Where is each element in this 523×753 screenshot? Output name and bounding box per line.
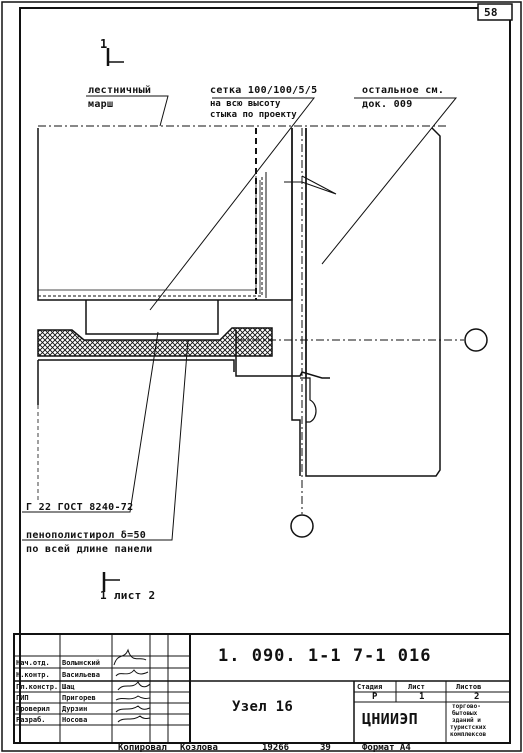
wall-panel-left-edge: [291, 128, 301, 476]
name-5: Носова: [62, 716, 88, 724]
org-desc-0: торгово-: [452, 703, 481, 710]
support-block: [85, 300, 219, 335]
sheet-value: 1: [419, 692, 425, 702]
label-rest-1: остальное см.: [362, 85, 445, 96]
label-mesh-1: сетка 100/100/5/5: [210, 85, 318, 96]
signatures: [113, 648, 151, 723]
sheet-number-box: [477, 3, 513, 21]
label-stair-flight-2: марш: [88, 99, 114, 110]
mesh-line: [38, 176, 263, 297]
axis-circle-right: [464, 328, 488, 352]
footer-order: 19266: [262, 743, 290, 753]
label-foam-2: по всей длине панели: [26, 544, 153, 555]
foam-strip: [37, 327, 273, 357]
drawing-title: Узел 16: [232, 699, 294, 715]
label-sealant: Г 22 ГОСТ 8240-72: [26, 502, 134, 513]
axis-circle-bottom: [290, 514, 314, 538]
role-3: ГИП: [16, 694, 29, 702]
role-4: Проверил: [16, 705, 50, 713]
org-desc-2: зданий и: [452, 717, 481, 724]
name-2: Шац: [62, 683, 75, 691]
name-1: Васильева: [62, 671, 100, 679]
role-5: Разраб.: [16, 716, 46, 724]
view-marker-bottom-ref: 1 лист 2: [100, 589, 156, 602]
stage-header: Стадия: [357, 683, 383, 691]
wall-panel-right: [305, 127, 441, 477]
leader-lines: [22, 95, 458, 541]
label-stair-flight-1: лестничный: [88, 85, 152, 96]
sheet-header: Лист: [408, 683, 425, 691]
label-mesh-2: на всю высоту: [210, 99, 281, 109]
org-desc-4: комплексов: [450, 731, 487, 738]
org-name: ЦНИИЭП: [362, 710, 418, 728]
footer-copied: Копировал: [118, 743, 167, 753]
org-desc-1: бытовых: [452, 710, 478, 717]
sheet-number: 58: [484, 6, 498, 19]
stage-value: Р: [372, 692, 378, 702]
sheets-value: 2: [474, 692, 480, 702]
org-desc-3: туристских: [450, 724, 487, 731]
stair-slab-upper: [37, 128, 293, 301]
label-foam-1: пенополистирол δ=50: [26, 530, 147, 541]
footer-format: Формат А4: [362, 743, 411, 753]
title-block: [13, 633, 511, 744]
stair-slab-lower: [37, 359, 235, 405]
sheets-header: Листов: [456, 683, 482, 691]
role-0: Нач.отд.: [16, 659, 50, 667]
name-4: Дурзин: [62, 705, 88, 713]
label-mesh-3: стыка по проекту: [210, 110, 297, 120]
section-marker-top: [106, 48, 124, 66]
connector-plate: [235, 330, 330, 379]
footer-num: 39: [320, 743, 331, 753]
role-2: Гл.констр.: [16, 683, 59, 691]
role-1: Н.контр.: [16, 671, 50, 679]
section-marker-bottom: [102, 572, 120, 592]
name-3: Пригорев: [62, 694, 96, 702]
view-marker-top: 1: [100, 37, 108, 51]
document-code: 1. 090. 1-1 7-1 016: [218, 646, 432, 666]
footer-copier: Козлова: [180, 743, 218, 753]
name-0: Волынский: [62, 659, 100, 667]
label-rest-2: док. 009: [362, 99, 413, 110]
